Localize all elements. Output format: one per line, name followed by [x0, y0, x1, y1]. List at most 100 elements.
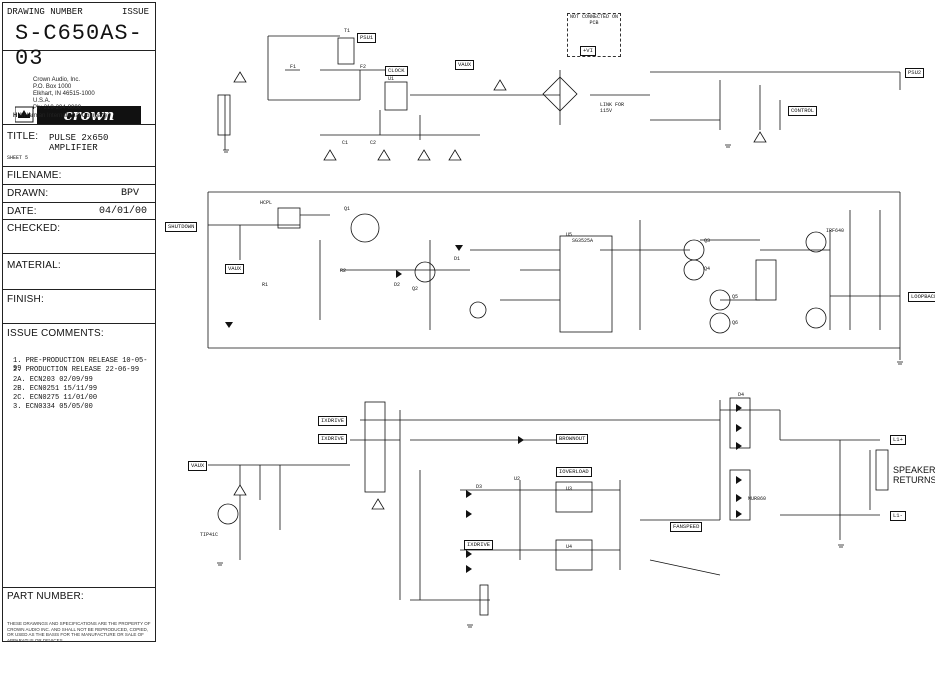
warning-icon	[233, 71, 247, 83]
wire	[410, 70, 900, 125]
ground-icon	[838, 544, 844, 548]
issue-label: ISSUE	[121, 7, 149, 17]
connector-block	[479, 584, 489, 616]
transformer-t1	[337, 37, 355, 65]
company-line-2: P.O. Box 1000	[33, 84, 72, 90]
ground-icon	[897, 361, 903, 365]
diode	[225, 322, 233, 328]
logo-text: crown	[64, 106, 115, 124]
company-block: crown Crown Audio, Inc. P.O. Box 1000 El…	[3, 51, 155, 125]
ic-u3	[555, 481, 593, 513]
mosfet-2	[805, 307, 827, 329]
wire	[639, 220, 831, 330]
transistor-q7	[217, 503, 239, 525]
relay-bank	[729, 397, 751, 449]
harman-text: A Harman International Company	[18, 113, 108, 119]
speaker-terminal	[875, 449, 889, 491]
ref-label: Q1	[344, 206, 351, 212]
ground-icon	[217, 562, 223, 566]
date-value: 04/01/00	[99, 206, 148, 217]
ref-label: U2	[514, 476, 521, 482]
ref-label: HCPL	[260, 200, 273, 206]
net-tag: IXDRIVE	[318, 434, 348, 444]
transistor-q5	[709, 289, 731, 311]
wire	[830, 210, 900, 330]
ref-label: R2	[340, 268, 347, 274]
issue-comment: 2. PRODUCTION RELEASE 22-06-99	[13, 366, 140, 374]
ref-label: U4	[566, 544, 573, 550]
issue-comment: 3. ECN0334 05/05/00	[13, 403, 93, 411]
filename-row: FILENAME:	[3, 167, 155, 185]
wire	[207, 191, 901, 360]
wire	[460, 480, 621, 570]
warning-icon	[377, 149, 391, 161]
ref-label: Q2	[412, 286, 419, 292]
transistor-q4	[683, 259, 705, 281]
ref-label: SG3525A	[572, 238, 594, 244]
issue-comment: 2C. ECN0275 11/01/00	[13, 394, 98, 402]
output-transformer	[364, 401, 386, 493]
net-tag: +VI	[580, 46, 596, 56]
diode	[736, 494, 742, 502]
ground-icon	[467, 624, 473, 628]
not-connected-box: NOT CONNECTED ON PCB	[567, 13, 621, 57]
diode	[736, 404, 742, 412]
diode	[518, 436, 524, 444]
part-number-label: PART NUMBER:	[7, 591, 84, 602]
ref-label: U5	[566, 232, 573, 238]
ref-label: TIP41C	[200, 532, 219, 538]
ground-icon	[223, 149, 229, 153]
ref-label: T1	[344, 28, 351, 34]
net-tag: SHUTDOWN	[165, 222, 198, 232]
net-tag: CONTROL	[788, 106, 818, 116]
drawn-value: BPV	[121, 188, 140, 199]
ic-sg3525	[559, 235, 613, 333]
ref-label: D1	[454, 256, 461, 262]
warning-icon	[493, 79, 507, 91]
proprietary-note: THESE DRAWINGS AND SPECIFICATIONS ARE TH…	[7, 621, 151, 643]
net-tag: IXDRIVE	[318, 416, 348, 426]
issue-comment: 2B. ECN0251 15/11/99	[13, 385, 98, 393]
ref-label: D2	[394, 282, 401, 288]
net-tag: CLOCK	[385, 66, 408, 76]
warning-icon	[417, 149, 431, 161]
net-tag: VAUX	[188, 461, 208, 471]
checked-label: CHECKED:	[7, 223, 61, 234]
net-tag: FANSPEED	[670, 522, 703, 532]
diode	[455, 245, 463, 251]
regulator-u1	[384, 81, 408, 111]
issue-comments-label: ISSUE COMMENTS:	[7, 328, 104, 339]
part-number-row: PART NUMBER:	[3, 588, 155, 618]
diode	[736, 510, 742, 518]
drawn-row: DRAWN: BPV	[3, 185, 155, 203]
opto-coupler	[277, 207, 301, 229]
diode	[466, 490, 472, 498]
diode	[466, 565, 472, 573]
ref-label: D3	[476, 484, 483, 490]
warning-icon	[371, 498, 385, 510]
wire	[640, 409, 781, 576]
finish-row: FINISH:	[3, 290, 155, 324]
wire	[319, 240, 470, 330]
driver-transformer	[755, 259, 777, 301]
bridge-rectifier	[542, 76, 578, 112]
speaker-returns-line-1: SPEAKER	[893, 465, 935, 475]
date-row: DATE: 04/01/00	[3, 203, 155, 220]
company-line-5: Ph: 219-294-8000	[33, 105, 82, 111]
warning-icon	[448, 149, 462, 161]
net-tag: LOOPBACK	[908, 292, 935, 302]
diode	[736, 442, 742, 450]
ref-label: Q5	[732, 294, 739, 300]
diode	[396, 270, 402, 278]
company-line-4: U.S.A.	[33, 98, 51, 104]
transistor-q6	[709, 312, 731, 334]
company-line-1: Crown Audio, Inc.	[33, 77, 81, 83]
net-tag: L1+	[890, 435, 906, 445]
wire	[410, 439, 560, 601]
crown-logo: crown	[15, 106, 141, 124]
wire	[650, 72, 901, 130]
title-label: TITLE:	[7, 131, 39, 142]
net-tag: IOVERLOAD	[556, 467, 592, 477]
ref-label: Q3	[704, 238, 711, 244]
diode	[466, 550, 472, 558]
